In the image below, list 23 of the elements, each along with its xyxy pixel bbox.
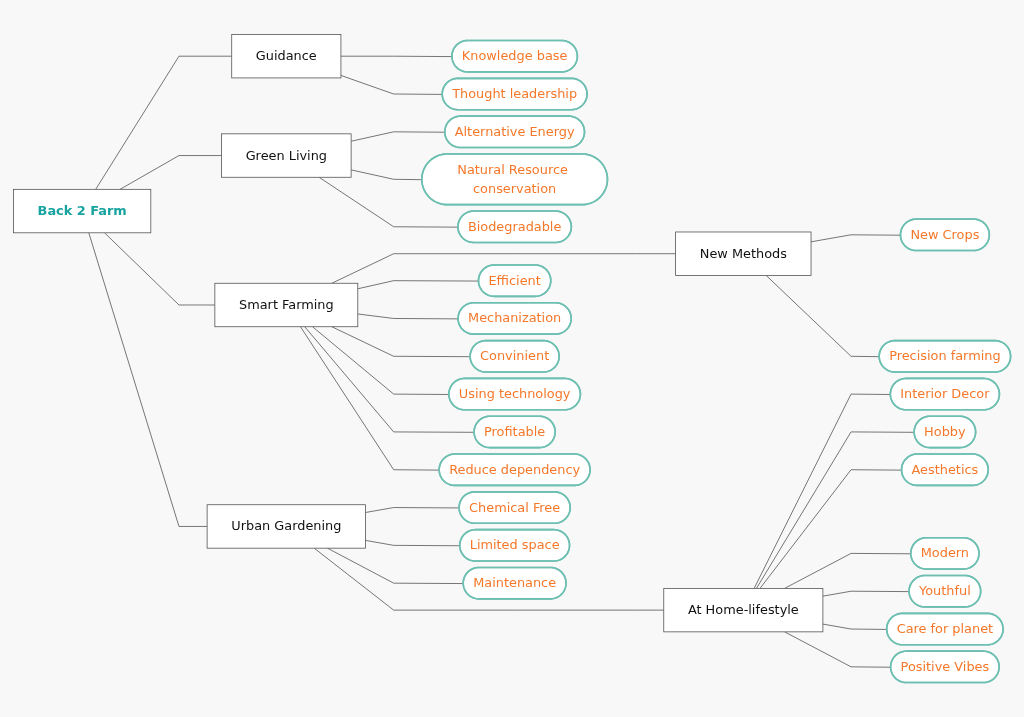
node-box: At Home-lifestyle — [663, 588, 824, 633]
node-box: New Methods — [675, 231, 812, 276]
connector — [822, 590, 910, 597]
connector — [304, 326, 475, 433]
connector — [95, 55, 233, 190]
connector — [88, 232, 208, 527]
node-box: Green Living — [221, 133, 352, 178]
connector — [756, 431, 915, 589]
connector — [365, 507, 460, 513]
connector — [331, 326, 471, 358]
connector — [765, 275, 880, 358]
connector — [313, 547, 665, 611]
node-box: Smart Farming — [214, 282, 359, 328]
connector — [119, 155, 222, 190]
connector — [318, 176, 459, 228]
node-box: Urban Gardening — [206, 504, 366, 549]
node-box: Back 2 Farm — [13, 188, 152, 234]
connector — [300, 326, 440, 471]
connector — [104, 232, 216, 306]
connector — [340, 55, 453, 57]
node-box: Guidance — [231, 34, 342, 79]
connector — [357, 313, 459, 320]
connector — [331, 253, 676, 284]
